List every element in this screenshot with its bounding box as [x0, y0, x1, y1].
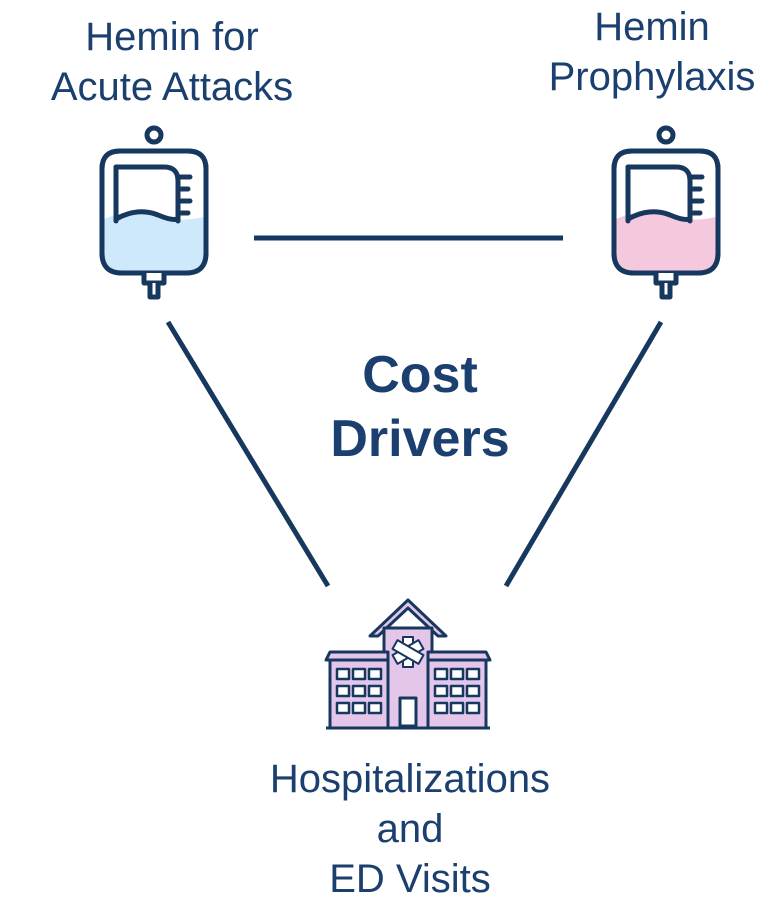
- center-title: Cost Drivers: [270, 343, 570, 471]
- label-line: Prophylaxis: [548, 55, 756, 99]
- iv-bag-icon: [611, 125, 721, 300]
- connector-right: [503, 320, 664, 588]
- hospital-icon: [324, 598, 492, 730]
- node-label-hemin-prophylaxis: Hemin Prophylaxis: [520, 2, 784, 102]
- title-line: Cost: [362, 346, 478, 404]
- label-line: Hospitalizations: [269, 757, 551, 801]
- connector-left: [165, 320, 331, 588]
- node-label-hemin-acute: Hemin for Acute Attacks: [0, 12, 344, 112]
- label-line: Acute Attacks: [50, 65, 294, 109]
- node-label-hospitalizations: Hospitalizations and ED Visits: [210, 754, 610, 904]
- label-line: Hemin for: [85, 15, 259, 59]
- label-line: and: [376, 807, 444, 851]
- iv-bag-icon: [99, 125, 209, 300]
- title-line: Drivers: [330, 410, 510, 468]
- label-line: Hemin: [594, 5, 710, 49]
- label-line: ED Visits: [329, 857, 491, 901]
